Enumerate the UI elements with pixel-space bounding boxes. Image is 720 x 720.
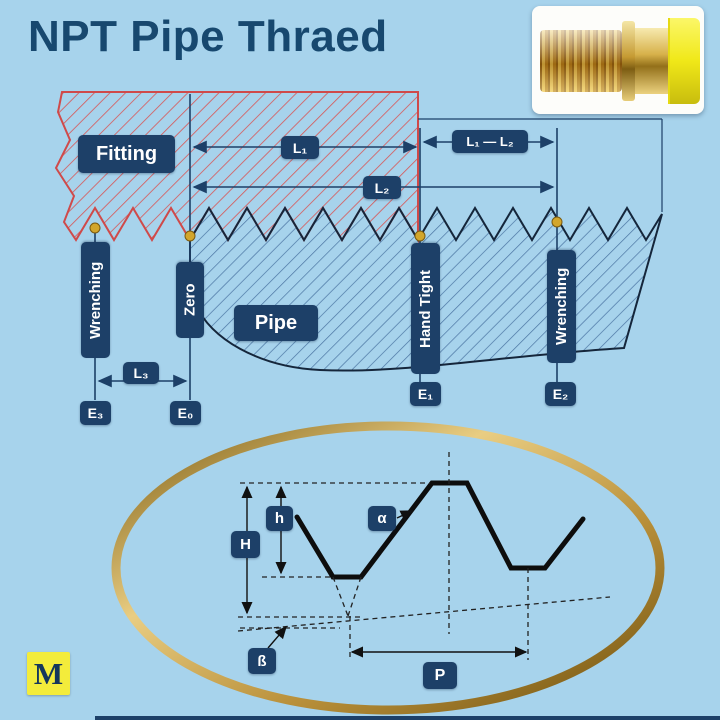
dim-label-l1-minus-l2: L₁ — L₂ (452, 130, 528, 153)
point-label-e2: E₂ (545, 382, 576, 406)
profile-construction-lines (237, 452, 611, 660)
m-logo: M (27, 652, 70, 695)
point-label-e3: E₃ (80, 401, 111, 425)
profile-label-h: h (266, 506, 293, 531)
dim-label-l2: L₂ (363, 176, 401, 199)
detail-ellipse-ring (111, 421, 665, 715)
marker-wrenching-left: Wrenching (81, 242, 110, 358)
profile-label-alpha: α (368, 506, 396, 531)
beta-pointer (267, 625, 287, 649)
photo-yellow-cap (668, 18, 700, 104)
gauge-dot-e2 (551, 216, 563, 228)
point-label-e0: E₀ (170, 401, 201, 425)
alpha-pointer (396, 510, 414, 521)
photo-hex-nut (635, 28, 668, 94)
pipe-label: Pipe (234, 305, 318, 341)
point-label-e1: E₁ (410, 382, 441, 406)
gauge-dot-e3 (89, 222, 101, 234)
dim-label-l3: L₃ (123, 362, 159, 384)
profile-label-pitch: P (423, 662, 457, 689)
dim-label-l1: L₁ (281, 136, 319, 159)
thread-profile-outline (294, 480, 586, 580)
brass-fitting-photo (532, 6, 704, 114)
photo-flange (622, 21, 635, 101)
marker-zero: Zero (176, 262, 204, 338)
marker-wrenching-right: Wrenching (547, 250, 576, 363)
marker-hand-tight: Hand Tight (411, 243, 440, 374)
photo-threaded-section (540, 30, 622, 92)
gauge-dot-e1 (414, 230, 426, 242)
profile-label-beta: ß (248, 648, 276, 674)
profile-label-H: H (231, 531, 260, 558)
fitting-label: Fitting (78, 135, 175, 173)
page-title: NPT Pipe Thraed (28, 12, 388, 61)
footer-divider (95, 716, 720, 720)
gauge-dot-e0 (184, 230, 196, 242)
